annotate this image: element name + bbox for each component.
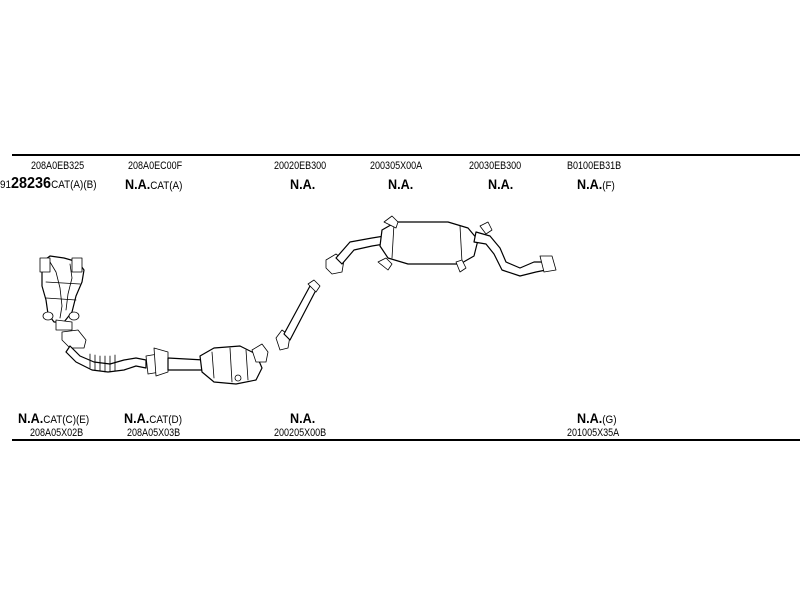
part-status-label: N.A. — [388, 176, 414, 192]
part-status-label: N.A. — [290, 410, 316, 426]
exhaust-manifold-drawing — [39, 255, 85, 331]
front-pipe-drawing — [61, 329, 161, 375]
top-divider-line — [12, 154, 800, 156]
catalytic-converter-drawing — [153, 343, 269, 385]
part-status-label: N.A.CAT(C)(E) — [18, 410, 90, 426]
rear-silencer-drawing — [325, 215, 557, 277]
part-code-label: 200305X00A — [370, 160, 423, 172]
part-status-label: N.A.(F) — [577, 176, 615, 192]
intermediate-pipe-drawing — [275, 279, 321, 351]
part-code-label: 208A0EC00F — [128, 160, 183, 172]
part-code-label: 208A05X03B — [127, 427, 181, 439]
part-code-label: 200205X00B — [274, 427, 327, 439]
part-status-label: N.A. — [290, 176, 316, 192]
bottom-divider-line — [12, 439, 800, 441]
part-status-label: N.A.(G) — [577, 410, 617, 426]
part-status-label: 9128236CAT(A)(B) — [0, 175, 97, 192]
part-status-label: N.A.CAT(A) — [125, 176, 183, 192]
part-code-label: 208A05X02B — [30, 427, 84, 439]
part-code-label: 20030EB300 — [469, 160, 522, 172]
part-status-label: N.A. — [488, 176, 514, 192]
part-code-label: B0100EB31B — [567, 160, 622, 172]
part-code-label: 208A0EB325 — [31, 160, 85, 172]
part-code-label: 201005X35A — [567, 427, 620, 439]
part-code-label: 20020EB300 — [274, 160, 327, 172]
part-status-label: N.A.CAT(D) — [124, 410, 183, 426]
